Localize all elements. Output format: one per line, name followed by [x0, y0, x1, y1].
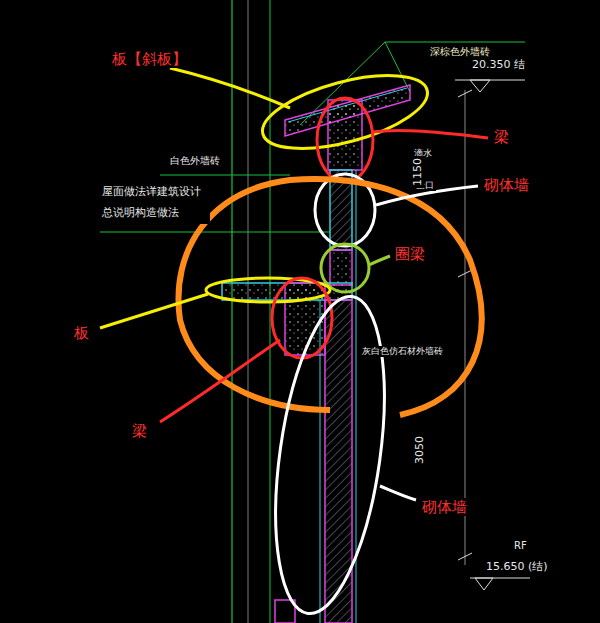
level-value: 20.350 结 — [470, 58, 527, 71]
material-note: 白色外墙砖 — [168, 155, 222, 167]
leader-line — [372, 130, 488, 138]
leader-line — [100, 232, 330, 233]
part-name: 砌体墙 — [420, 498, 469, 516]
dimension-line — [465, 90, 466, 565]
level-tag: RF — [512, 540, 529, 552]
leader-line — [385, 42, 525, 43]
slab-circle — [255, 61, 435, 163]
design-note: 屋面做法详建筑设计 总说明构造做法 — [100, 182, 210, 224]
axis-line — [248, 0, 249, 623]
dimension-value: 3050 — [413, 434, 426, 466]
dimension-tick — [458, 90, 472, 97]
leader-line — [380, 486, 416, 500]
part-name: 圈梁 — [393, 245, 427, 263]
axis-line — [270, 0, 271, 623]
part-name: 砌体墙 — [482, 176, 531, 194]
wall-circle — [258, 290, 402, 621]
top-beam — [328, 100, 362, 170]
level-value: 15.650 (结) — [484, 560, 550, 573]
level-mark — [475, 578, 493, 590]
leader-line — [160, 175, 290, 176]
level-mark — [470, 80, 490, 92]
ring-beam — [330, 250, 352, 285]
part-name: 梁 — [492, 128, 511, 146]
grid-lines — [100, 0, 530, 623]
material-note: 灰白色仿石材外墙砖 — [360, 346, 445, 357]
part-name: 梁 — [130, 422, 149, 440]
leader-line — [170, 68, 290, 108]
part-name: 板【斜板】 — [110, 50, 189, 68]
dimension-value: 1150 — [411, 156, 424, 188]
dimension-tick — [458, 270, 472, 277]
beam-circle — [317, 98, 373, 182]
leader-line — [100, 294, 208, 328]
leader-line — [385, 42, 410, 92]
slab-circle — [206, 278, 330, 302]
material-note: 深棕色外墙砖 — [428, 46, 492, 58]
axis-line — [231, 0, 232, 623]
leader-line — [369, 256, 390, 265]
leader-line — [160, 340, 280, 422]
annotations — [100, 61, 488, 620]
part-name: 板 — [72, 324, 91, 342]
lower-beam — [285, 283, 325, 355]
dimension-tick — [458, 553, 472, 560]
ring-beam-circle — [321, 244, 369, 292]
